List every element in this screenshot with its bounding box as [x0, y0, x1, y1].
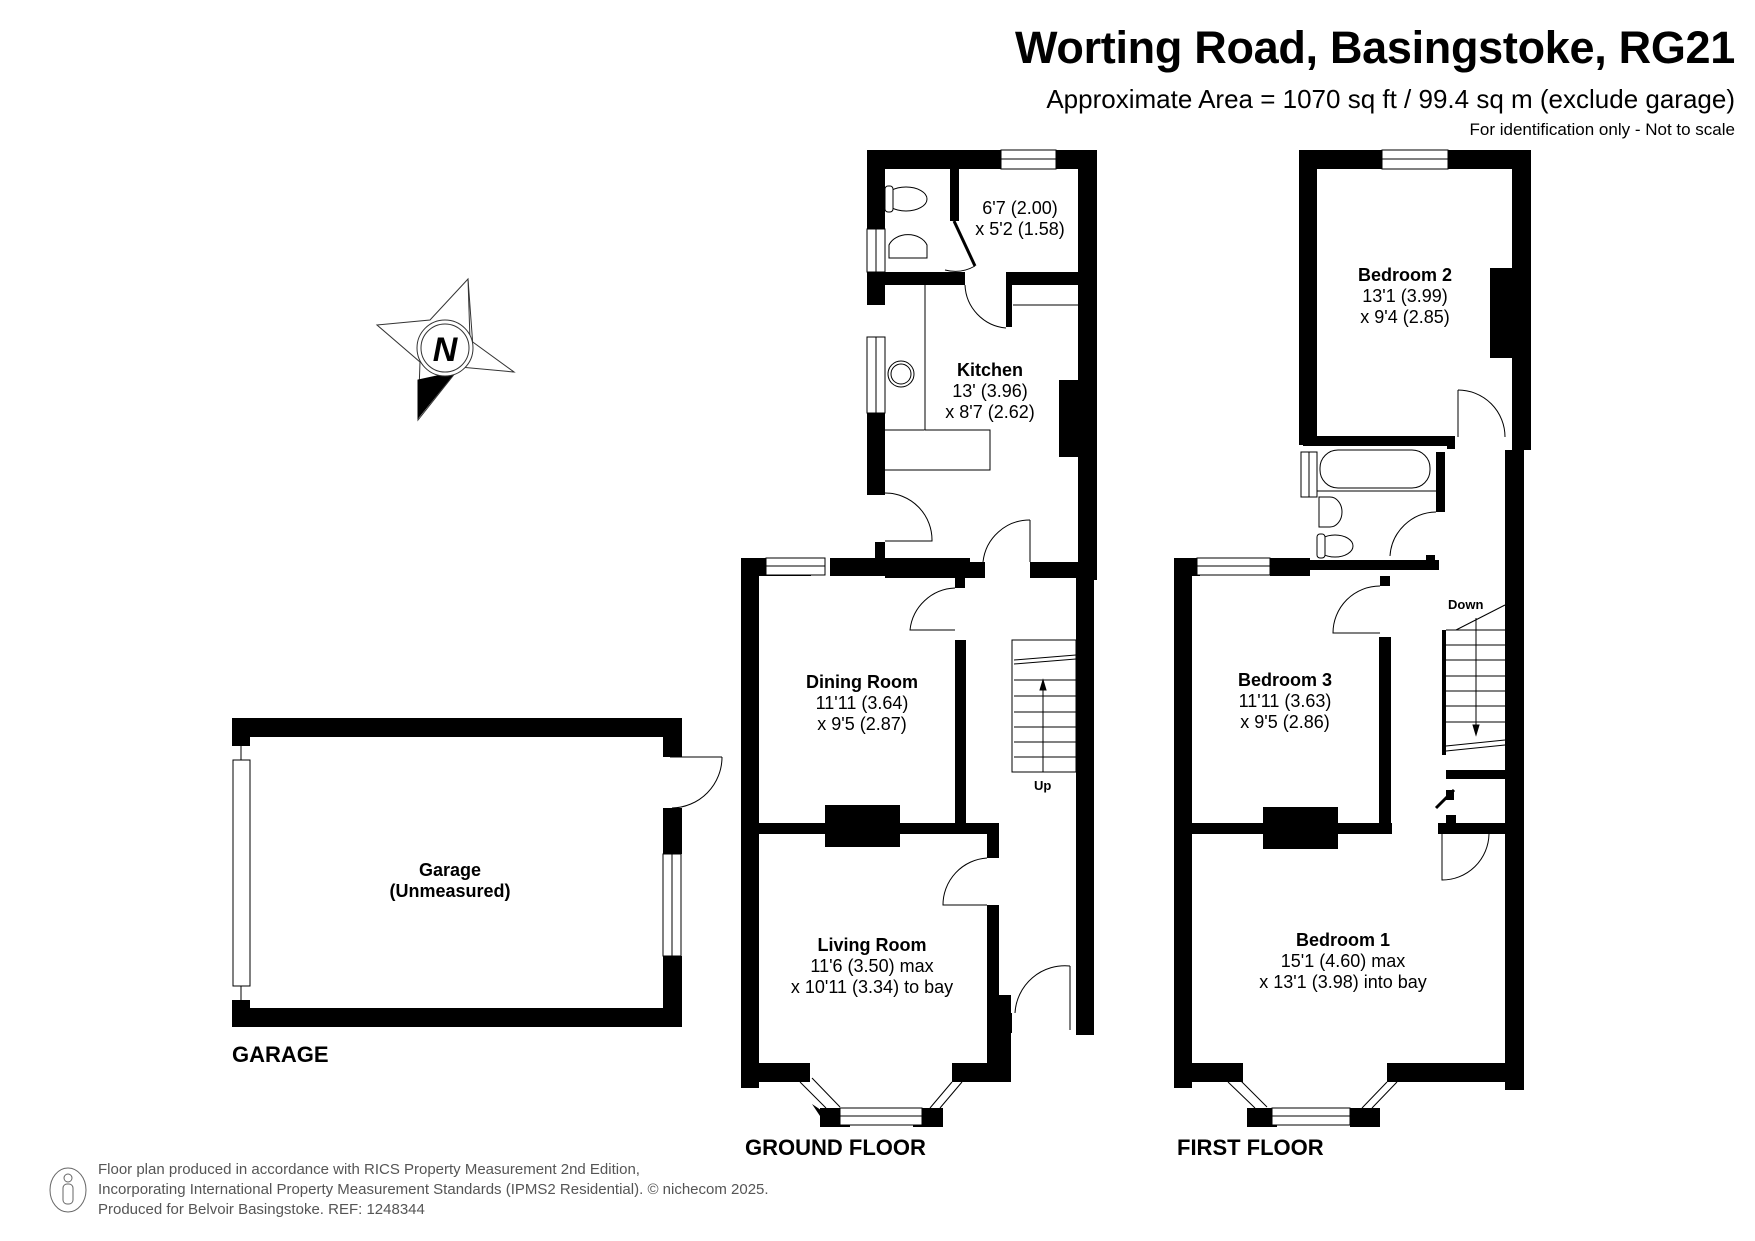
stairs-up-label: Up — [1034, 778, 1052, 793]
room-dimension: x 13'1 (3.98) into bay — [1259, 972, 1427, 992]
room-name: Bedroom 1 — [1295, 930, 1391, 950]
room-name: Bedroom 2 — [1357, 265, 1453, 285]
room-kitchen: Kitchen 13' (3.96) x 8'7 (2.62) — [945, 360, 1034, 423]
room-garage: Garage (Unmeasured) — [389, 860, 510, 902]
garage-walls — [232, 718, 682, 1027]
room-name: Dining Room — [806, 672, 918, 692]
room-dimension: 11'6 (3.50) max — [810, 956, 934, 976]
room-bedroom-2: Bedroom 2 13'1 (3.99) x 9'4 (2.85) — [1358, 265, 1452, 328]
stairs-down-label: Down — [1448, 597, 1484, 612]
first-floor-walls — [1174, 150, 1531, 1127]
room-wc: 6'7 (2.00) x 5'2 (1.58) — [975, 198, 1064, 240]
north-compass-icon: N — [375, 277, 516, 422]
floor-label-garage: GARAGE — [232, 1042, 329, 1067]
scale-disclaimer: For identification only - Not to scale — [1469, 120, 1735, 139]
room-dimension: 15'1 (4.60) max — [1280, 951, 1406, 971]
room-dimension: x 8'7 (2.62) — [945, 402, 1035, 422]
room-dimension: 11'11 (3.64) — [815, 693, 909, 713]
room-name: Kitchen — [956, 360, 1024, 380]
floor-label-ground: GROUND FLOOR — [745, 1135, 926, 1160]
ground-floor-fixtures — [765, 149, 1078, 1126]
room-dimension: 13' (3.96) — [952, 381, 1028, 401]
footer-line: Incorporating International Property Mea… — [98, 1181, 769, 1198]
room-dimension: x 10'11 (3.34) to bay — [790, 977, 954, 997]
footer-line: Floor plan produced in accordance with R… — [98, 1161, 640, 1178]
footer-line: Produced for Belvoir Basingstoke. REF: 1… — [98, 1201, 425, 1218]
room-dimension: 13'1 (3.99) — [1362, 286, 1448, 306]
room-dimension: x 9'5 (2.86) — [1240, 712, 1330, 732]
room-dining-room: Dining Room 11'11 (3.64) x 9'5 (2.87) — [806, 672, 918, 735]
approximate-area: Approximate Area = 1070 sq ft / 99.4 sq … — [1046, 84, 1735, 114]
footer-text: Floor plan produced in accordance with R… — [98, 1160, 769, 1220]
room-dimension: x 9'5 (2.87) — [817, 714, 907, 734]
floor-label-first: FIRST FLOOR — [1177, 1135, 1324, 1160]
room-living-room: Living Room 11'6 (3.50) max x 10'11 (3.3… — [791, 935, 953, 998]
svg-text:N: N — [433, 331, 459, 369]
room-name: Living Room — [817, 935, 927, 955]
room-bedroom-3: Bedroom 3 11'11 (3.63) x 9'5 (2.86) — [1238, 670, 1332, 733]
room-name: Garage — [418, 860, 482, 880]
room-bedroom-1: Bedroom 1 15'1 (4.60) max x 13'1 (3.98) … — [1259, 930, 1427, 993]
room-name: Bedroom 3 — [1237, 670, 1333, 690]
room-dimension: x 5'2 (1.58) — [975, 219, 1065, 239]
room-dimension: 11'11 (3.63) — [1238, 691, 1332, 711]
footer: Floor plan produced in accordance with R… — [48, 1160, 769, 1220]
garage-door-window — [232, 746, 723, 1000]
room-dimension: 6'7 (2.00) — [982, 198, 1058, 218]
room-dimension: x 9'4 (2.85) — [1360, 307, 1450, 327]
person-info-icon — [49, 1167, 87, 1213]
page-title: Worting Road, Basingstoke, RG21 — [1015, 22, 1735, 73]
room-dimension: (Unmeasured) — [389, 881, 511, 901]
first-floor-fixtures — [1196, 149, 1506, 1126]
